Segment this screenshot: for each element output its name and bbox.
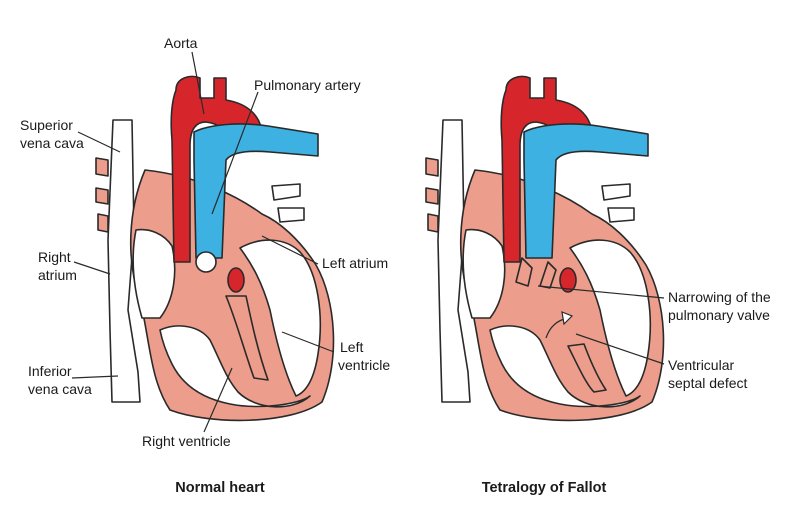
aortic-valve xyxy=(227,267,245,293)
lv-leader xyxy=(281,331,335,353)
narrow-valve-right xyxy=(539,261,557,289)
ivc-label-line2: vena cava xyxy=(28,381,92,397)
shunt-arrow-head xyxy=(561,311,574,326)
vsd-label-line1: Ventricular xyxy=(668,357,734,373)
tof-septum-lower xyxy=(567,343,607,393)
normal-heart: Aorta Pulmonary artery Superior vena cav… xyxy=(20,35,390,496)
ivc-label-line1: Inferior xyxy=(28,363,72,379)
rv-leader xyxy=(203,367,233,433)
pulmonary-valve xyxy=(195,251,217,273)
lv-label-line2: ventricle xyxy=(338,357,390,373)
aorta-leader xyxy=(191,51,205,115)
svc-label-line2: vena cava xyxy=(20,135,84,151)
ra-leader xyxy=(73,261,111,275)
la-leader xyxy=(261,235,319,265)
narrowing-leader xyxy=(537,285,665,299)
aorta-label: Aorta xyxy=(164,35,198,51)
ra-label-line2: atrium xyxy=(38,267,77,283)
normal-heart-caption: Normal heart xyxy=(175,480,265,496)
vsd-leader xyxy=(575,333,665,365)
tof-heart: Narrowing of the pulmonary valve Ventric… xyxy=(425,75,771,496)
ra-label-line1: Right xyxy=(38,249,71,265)
tof-caption: Tetralogy of Fallot xyxy=(482,480,607,496)
normal-heart-drawing xyxy=(95,75,335,422)
narrowing-label-line1: Narrowing of the xyxy=(668,289,771,305)
lv-label-line1: Left xyxy=(340,339,363,355)
pulmonary-artery-leader xyxy=(211,91,259,215)
tof-heart-drawing xyxy=(425,75,665,422)
tof-aortic-valve xyxy=(559,267,577,293)
ivc-leader xyxy=(71,375,119,379)
pulmonary-artery-label: Pulmonary artery xyxy=(254,77,361,93)
la-label: Left atrium xyxy=(322,255,388,271)
rv-label: Right ventricle xyxy=(142,433,231,449)
ventricular-septum xyxy=(225,295,269,381)
narrow-valve-left xyxy=(515,257,533,287)
svc-leader xyxy=(77,131,121,153)
svc-label-line1: Superior xyxy=(20,117,73,133)
vsd-label-line2: septal defect xyxy=(668,375,747,391)
narrowing-label-line2: pulmonary valve xyxy=(668,307,770,323)
